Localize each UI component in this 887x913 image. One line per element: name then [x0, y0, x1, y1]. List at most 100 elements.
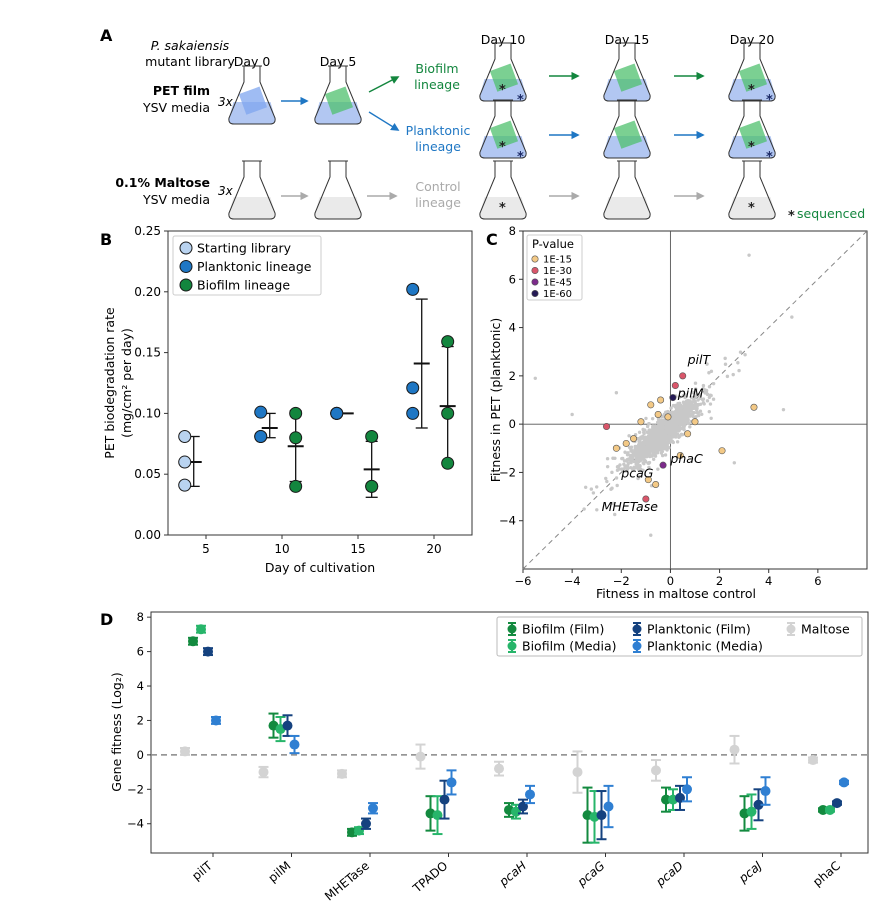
y-tick-label: 8: [137, 610, 144, 624]
panel-b-frame: [167, 230, 473, 536]
gene-point: [649, 533, 653, 537]
panel-a: A P. sakaiensis mutant library PET film …: [100, 26, 865, 224]
gene-point: [638, 453, 642, 457]
data-point: [525, 789, 535, 800]
legend-marker: [632, 641, 642, 651]
gene-point: [643, 452, 647, 456]
gene-annotation: pcaG: [620, 465, 653, 480]
panel-label-b: B: [100, 230, 112, 249]
library-label-2: mutant library: [145, 54, 235, 69]
flask-day15-biofilm: [603, 42, 651, 102]
gene-point: [695, 392, 699, 397]
x-tick-label: phaC: [810, 859, 843, 890]
panel-b-marks: [178, 282, 456, 498]
flask-day5-maltose: [314, 160, 362, 220]
data-point: [365, 479, 379, 493]
gene-point: [679, 421, 683, 426]
gene-point: [709, 393, 713, 398]
gene-point: [738, 350, 743, 354]
legend-marker: [179, 241, 193, 255]
gene-point: [697, 392, 702, 397]
gene-point: [691, 412, 695, 416]
flask-outline: [479, 42, 527, 102]
gene-point: [636, 447, 640, 451]
replicates-pet: 3x: [218, 95, 234, 109]
pet-film-square: [613, 63, 643, 92]
legend-marker: [786, 624, 796, 634]
gene-point: [695, 411, 699, 415]
gene-point: [693, 396, 697, 400]
gene-point: [653, 431, 657, 436]
significant-gene-point: [659, 461, 667, 469]
significant-gene-point: [657, 396, 665, 404]
arrow-to-biofilm: [368, 76, 400, 93]
gene-point: [666, 434, 671, 438]
x-tick-label: 4: [765, 574, 772, 588]
flask-day10-control: *: [479, 160, 527, 220]
x-tick-label: pcaD: [653, 859, 686, 890]
panel-d-marks: [180, 624, 849, 844]
gene-point: [617, 467, 622, 471]
gene-point: [694, 414, 698, 419]
library-label-1: P. sakaiensis: [151, 38, 230, 53]
flask-day0-pet: [228, 65, 276, 125]
data-point: [661, 794, 671, 805]
gene-point: [707, 371, 711, 375]
x-tick-label: 20: [426, 542, 441, 556]
gene-point: [696, 398, 700, 402]
gene-point: [701, 383, 706, 388]
data-point: [572, 767, 583, 778]
gene-point: [707, 385, 712, 389]
gene-point: [689, 395, 694, 400]
gene-point: [641, 427, 645, 432]
gene-point: [650, 444, 655, 448]
gene-point: [616, 464, 621, 469]
panel-label-a: A: [100, 26, 113, 45]
x-tick-label: −2: [613, 574, 630, 588]
gene-point: [615, 483, 619, 488]
data-point: [289, 406, 303, 420]
flask-outline: [479, 99, 527, 159]
legend-label: Biofilm (Film): [522, 622, 604, 637]
data-point: [729, 744, 740, 755]
gene-point: [675, 440, 680, 444]
gene-point: [663, 432, 668, 436]
gene-point: [664, 419, 668, 423]
gene-point: [690, 404, 695, 408]
pet-film-label: PET film: [153, 83, 210, 98]
data-point: [439, 794, 450, 805]
sequenced-marker: *: [517, 93, 524, 108]
gene-point: [582, 507, 586, 511]
gene-point: [736, 361, 740, 365]
gene-point: [731, 372, 735, 377]
gene-point: [661, 425, 666, 430]
gene-point: [679, 409, 683, 413]
gene-point: [610, 470, 614, 475]
gene-point: [723, 356, 727, 361]
x-tick-label: pcaG: [574, 859, 607, 890]
gene-point: [659, 439, 663, 443]
significant-gene-point: [630, 435, 638, 443]
gene-point: [629, 459, 633, 464]
y-tick-label: 2: [509, 369, 516, 383]
y-tick-label: −2: [127, 782, 144, 796]
gene-point: [681, 427, 685, 431]
gene-point: [666, 424, 670, 429]
panel-c-background-points: [533, 253, 794, 537]
legend-label: Planktonic (Film): [647, 622, 751, 637]
gene-point: [669, 410, 673, 414]
gene-point: [674, 435, 678, 439]
flask-day5-pet: [314, 65, 362, 125]
gene-point: [661, 433, 665, 437]
gene-point: [684, 393, 688, 397]
gene-point: [650, 436, 655, 441]
panel-d-legend: Biofilm (Film)Planktonic (Film)MaltoseBi…: [496, 616, 863, 657]
flask-outline: [728, 99, 776, 159]
gene-point: [647, 437, 651, 442]
data-point: [682, 784, 692, 795]
panel-c-xlabel: Fitness in maltose control: [596, 586, 756, 601]
flasks: **********: [228, 42, 776, 220]
data-point: [282, 720, 293, 731]
gene-point: [614, 476, 619, 480]
